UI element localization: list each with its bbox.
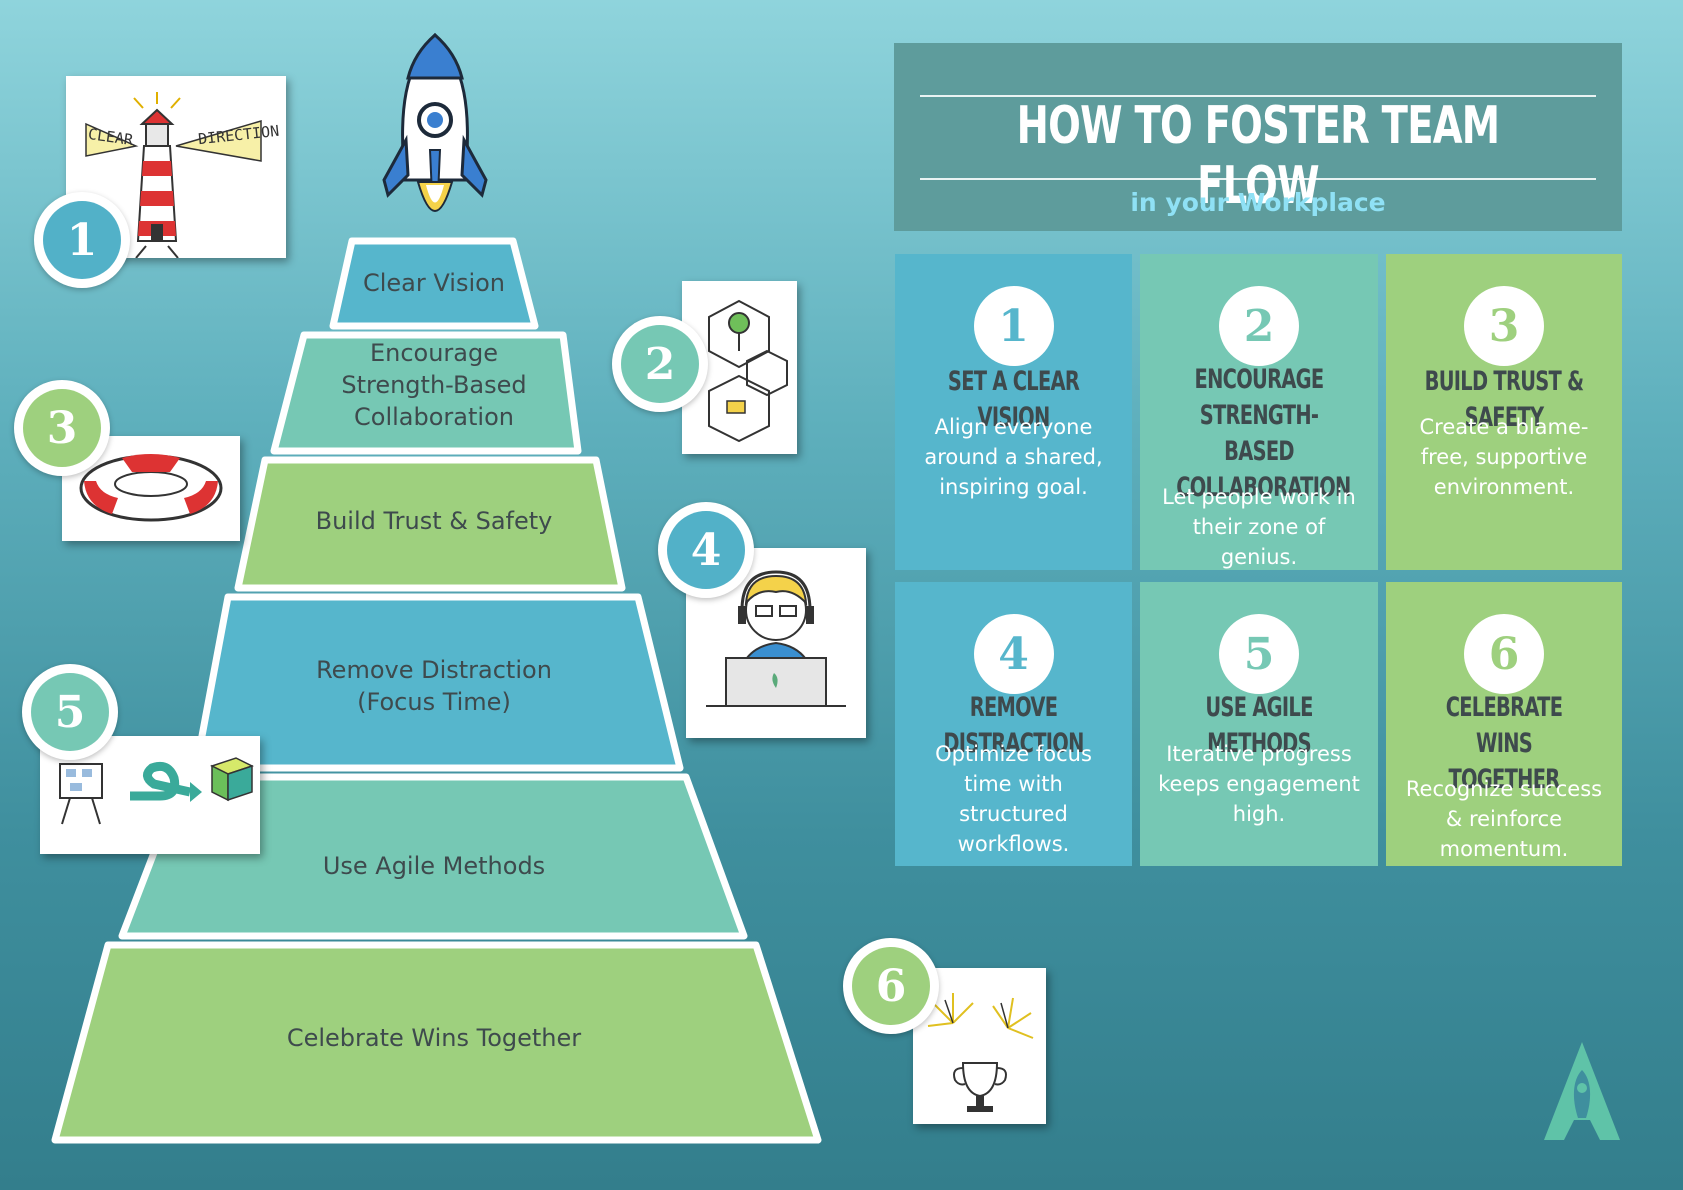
step-description: Create a blame-free, supportive environm… xyxy=(1419,415,1589,499)
pyramid-tier-label-4: Remove Distraction xyxy=(316,656,552,684)
step-description: Optimize focus time with structured work… xyxy=(935,742,1092,856)
illustration-badge-1: 1 xyxy=(34,192,130,288)
illustration-badge-4: 4 xyxy=(658,502,754,598)
rocket-icon xyxy=(382,32,488,212)
trophy-fireworks-icon xyxy=(927,993,1034,1112)
step-heading: USE AGILE METHODS xyxy=(1205,692,1313,759)
step-number-badge: 2 xyxy=(1219,286,1299,366)
step-description: Iterative progress keeps engagement high… xyxy=(1158,742,1360,826)
title-rule-top xyxy=(920,95,1596,97)
illustration-badge-6: 6 xyxy=(843,938,939,1034)
person-laptop-icon xyxy=(706,570,846,707)
badge-number: 5 xyxy=(54,686,86,738)
badge-number: 6 xyxy=(875,960,907,1012)
badge-number: 3 xyxy=(46,402,78,454)
step-number-badge: 6 xyxy=(1464,614,1544,694)
step-heading: ENCOURAGE STRENGTH-BASED COLLABORATION xyxy=(1176,364,1351,503)
step-heading: REMOVE DISTRACTION xyxy=(943,692,1084,759)
page-subtitle: in your Workplace xyxy=(1130,188,1386,217)
step-heading: CELEBRATE WINS TOGETHER xyxy=(1445,692,1563,795)
title-rule-bottom xyxy=(920,178,1596,180)
life-ring-icon xyxy=(79,454,223,522)
pyramid-tier-label-2: Collaboration xyxy=(354,403,514,431)
title-box xyxy=(894,43,1622,231)
illustration-badge-5: 5 xyxy=(22,664,118,760)
step-heading: SET A CLEAR VISION xyxy=(947,366,1080,433)
illustration-badge-3: 3 xyxy=(14,380,110,476)
pyramid-tier-2 xyxy=(270,331,582,455)
pyramid-tier-3 xyxy=(234,456,626,592)
agile-process-icon xyxy=(59,757,254,825)
illustration-badge-2: 2 xyxy=(612,316,708,412)
pyramid-tier-label-1: Clear Vision xyxy=(362,269,506,297)
rocket-logo-icon xyxy=(1544,1042,1620,1140)
pyramid-tier-label-4: (Focus Time) xyxy=(357,688,511,716)
step-number-badge: 4 xyxy=(973,614,1054,694)
illustration-card-6 xyxy=(913,968,1046,1124)
badge-number: 2 xyxy=(644,338,676,390)
pyramid-tier-label-5: Use Agile Methods xyxy=(322,852,546,880)
pyramid-tier-4 xyxy=(192,593,684,772)
step-description: Align everyone around a shared, inspirin… xyxy=(924,415,1103,499)
pyramid xyxy=(51,237,822,1144)
pyramid-tier-1 xyxy=(329,237,539,330)
hexagon-network-icon xyxy=(708,299,788,443)
step-description: Let people work in their zone of genius. xyxy=(1162,485,1356,569)
pyramid-tier-label-2: Encourage xyxy=(369,339,499,367)
pyramid-tier-6 xyxy=(51,941,822,1144)
pyramid-tier-label-3: Build Trust & Safety xyxy=(315,507,553,535)
step-number-badge: 5 xyxy=(1219,614,1299,694)
page-title: HOW TO FOSTER TEAM FLOW xyxy=(1016,96,1500,216)
step-description: Recognize success & reinforce momentum. xyxy=(1405,777,1603,861)
badge-number: 1 xyxy=(66,214,98,266)
pyramid-tier-5 xyxy=(118,773,748,940)
pyramid-tier-label-6: Celebrate Wins Together xyxy=(286,1024,582,1052)
illustration-card-4 xyxy=(686,548,866,738)
badge-number: 4 xyxy=(690,524,722,576)
step-number-badge: 1 xyxy=(973,286,1054,366)
step-heading: BUILD TRUST & SAFETY xyxy=(1424,366,1584,433)
step-number-badge: 3 xyxy=(1464,286,1544,366)
pyramid-tier-label-2: Strength-Based xyxy=(341,371,527,399)
lighthouse-icon xyxy=(85,92,262,259)
